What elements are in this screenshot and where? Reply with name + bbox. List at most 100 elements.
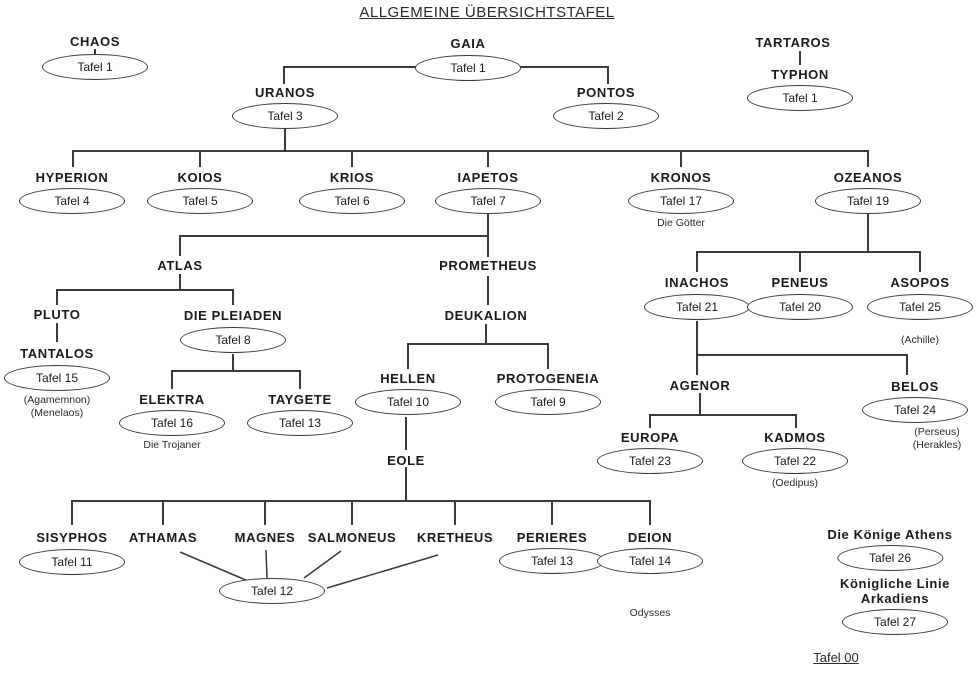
node-tantalos-note: (Agamemnon) (Menelaos) (24, 394, 91, 420)
node-europa-tafel-ellipse: Tafel 23 (597, 448, 703, 474)
connector-line (283, 66, 285, 84)
node-tafel12-ellipse: Tafel 12 (219, 578, 325, 604)
connector-line (867, 214, 869, 253)
node-kronos-tafel-ellipse: Tafel 17 (628, 188, 734, 214)
connector-line (607, 66, 609, 84)
node-hellen-label: HELLEN (380, 371, 436, 386)
node-sisyphos-tafel-ellipse: Tafel 11 (19, 549, 125, 575)
connector-line (696, 251, 921, 253)
node-magnes: MAGNES (235, 530, 296, 548)
connector-line (485, 324, 487, 345)
node-die-pleiaden-label: DIE PLEIADEN (183, 308, 283, 323)
node-gaia-label: GAIA (450, 36, 486, 51)
node-koenige-athens: Die Könige Athens Tafel 26 (827, 527, 952, 571)
connector-line (264, 500, 266, 525)
node-koenigliche-linie-label-line1: Königliche Linie (840, 576, 950, 591)
connector-line (199, 150, 201, 167)
node-deion: DEION Tafel 14 Odysses (597, 530, 703, 620)
connector-line (56, 289, 234, 291)
node-hyperion-tafel-ellipse: Tafel 4 (19, 188, 125, 214)
node-kronos-note: Die Götter (657, 217, 705, 229)
node-prometheus-label: PROMETHEUS (439, 258, 537, 273)
node-hellen: HELLEN Tafel 10 (355, 371, 461, 415)
connector-line (162, 500, 164, 525)
node-perieres-label: PERIERES (516, 530, 588, 545)
node-koios: KOIOS Tafel 5 (147, 170, 253, 214)
node-koenige-athens-tafel-ellipse: Tafel 26 (836, 545, 943, 571)
node-die-pleiaden-tafel-ellipse: Tafel 8 (180, 327, 286, 353)
node-athamas: ATHAMAS (129, 530, 197, 548)
connector-line (680, 150, 682, 167)
node-gaia: GAIA Tafel 1 (415, 36, 521, 81)
node-tantalos-tafel-ellipse: Tafel 15 (4, 365, 110, 391)
node-taygete: TAYGETE Tafel 13 (247, 392, 353, 436)
node-belos-note: (Perseus) (Herakles) (913, 426, 961, 452)
connector-line (71, 500, 73, 525)
node-die-pleiaden: DIE PLEIADEN Tafel 8 (180, 308, 286, 353)
node-ozeanos: OZEANOS Tafel 19 (815, 170, 921, 214)
connector-line (283, 66, 417, 68)
node-kadmos: KADMOS Tafel 22 (Oedipus) (742, 430, 848, 490)
node-ozeanos-label: OZEANOS (833, 170, 903, 185)
connector-line (232, 354, 234, 372)
node-taygete-label: TAYGETE (268, 392, 332, 407)
node-tartaros: TARTAROS (755, 35, 830, 53)
node-tantalos: TANTALOS Tafel 15 (Agamemnon) (Menelaos) (4, 346, 110, 420)
connector-line (171, 370, 173, 389)
connector-line (649, 500, 651, 525)
node-eole: EOLE (387, 453, 425, 471)
footer-tafel-reference: Tafel 00 (813, 650, 859, 665)
node-kretheus-label: KRETHEUS (416, 530, 494, 545)
node-peneus-label: PENEUS (771, 275, 829, 290)
node-belos-label: BELOS (891, 379, 939, 394)
connector-line (795, 414, 797, 428)
connector-line (179, 235, 181, 256)
connector-line (284, 128, 286, 152)
node-iapetos-label: IAPETOS (457, 170, 519, 185)
connector-line (696, 251, 698, 272)
node-uranos: URANOS Tafel 3 (232, 85, 338, 129)
node-atlas-label: ATLAS (157, 258, 203, 273)
node-deion-tafel-ellipse: Tafel 14 (597, 548, 703, 574)
node-athamas-label: ATHAMAS (128, 530, 198, 545)
connector-line (906, 354, 908, 375)
connector-line (407, 343, 409, 369)
node-krios-tafel-ellipse: Tafel 6 (299, 188, 405, 214)
node-iapetos-tafel-ellipse: Tafel 7 (435, 188, 541, 214)
node-agenor-label: AGENOR (669, 378, 731, 393)
node-pontos-label: PONTOS (576, 85, 636, 100)
node-tantalos-note-line2: (Menelaos) (30, 407, 84, 419)
node-tartaros-label: TARTAROS (755, 35, 831, 50)
node-hellen-tafel-ellipse: Tafel 10 (355, 389, 461, 415)
node-deion-label: DEION (627, 530, 673, 545)
node-belos-note-line2: (Herakles) (912, 439, 962, 451)
connector-line (799, 251, 801, 272)
node-typhon-label: TYPHON (771, 67, 829, 82)
node-europa-label: EUROPA (620, 430, 680, 445)
connector-line (56, 289, 58, 305)
node-koenigliche-linie-tafel-ellipse: Tafel 27 (842, 609, 948, 635)
node-tantalos-label: TANTALOS (20, 346, 94, 361)
node-peneus-tafel-ellipse: Tafel 20 (747, 294, 853, 320)
connector-line (696, 354, 908, 356)
connector-line (94, 49, 96, 57)
node-asopos-note: (Achille) (901, 334, 939, 346)
node-koios-label: KOIOS (177, 170, 223, 185)
node-pluto: PLUTO (34, 307, 81, 325)
node-deukalion: DEUKALION (445, 308, 528, 326)
connector-line (72, 150, 74, 167)
node-belos-tafel-ellipse: Tafel 24 (862, 397, 968, 423)
node-atlas: ATLAS (157, 258, 202, 276)
node-inachos-tafel-ellipse: Tafel 21 (644, 294, 750, 320)
node-asopos-tafel-ellipse: Tafel 25 (867, 294, 973, 320)
node-koenigliche-linie: Königliche Linie Arkadiens Tafel 27 (840, 576, 950, 635)
node-kadmos-label: KADMOS (764, 430, 826, 445)
node-krios: KRIOS Tafel 6 (299, 170, 405, 214)
node-tafel12: Tafel 12 (219, 578, 325, 604)
node-pontos: PONTOS Tafel 2 (553, 85, 659, 129)
node-chaos-tafel-ellipse: Tafel 1 (42, 54, 148, 80)
node-elektra-tafel-ellipse: Tafel 16 (119, 410, 225, 436)
node-asopos: ASOPOS Tafel 25 (Achille) (867, 275, 973, 347)
node-sisyphos-label: SISYPHOS (36, 530, 108, 545)
